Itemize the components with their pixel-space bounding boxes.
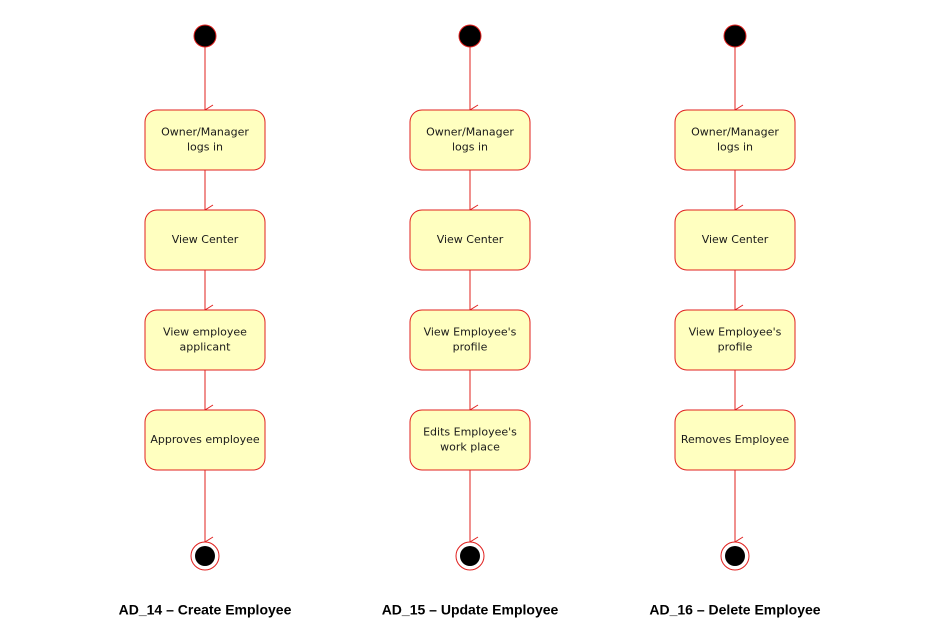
diagram-caption: AD_14 – Create Employee: [119, 602, 292, 618]
action-label: profile: [718, 341, 753, 354]
diagram-caption: AD_15 – Update Employee: [382, 602, 559, 618]
action-label: Owner/Manager: [161, 126, 249, 139]
action-label: View employee: [163, 326, 247, 339]
action-node: View employee applicant: [144, 309, 266, 371]
action-node: Approves employee: [144, 409, 266, 471]
action-label: profile: [453, 341, 488, 354]
action-label: Approves employee: [150, 433, 260, 446]
action-label: View Center: [437, 233, 504, 246]
action-node: View Employee's profile: [674, 309, 796, 371]
action-node: View Center: [144, 209, 266, 271]
action-label: work place: [440, 441, 500, 454]
action-node: Edits Employee's work place: [409, 409, 531, 471]
action-label: View Center: [702, 233, 769, 246]
action-node: Owner/Manager logs in: [674, 109, 796, 171]
action-node: Owner/Manager logs in: [144, 109, 266, 171]
final-node: [725, 546, 745, 566]
action-label: logs in: [717, 141, 753, 154]
final-node: [195, 546, 215, 566]
action-label: View Center: [172, 233, 239, 246]
action-node: Removes Employee: [674, 409, 796, 471]
initial-node: [723, 24, 747, 48]
action-label: View Employee's: [424, 326, 517, 339]
initial-node: [458, 24, 482, 48]
initial-node: [193, 24, 217, 48]
action-label: Owner/Manager: [426, 126, 514, 139]
diagram-caption: AD_16 – Delete Employee: [649, 602, 820, 618]
action-label: Edits Employee's: [423, 426, 517, 439]
final-node: [460, 546, 480, 566]
action-node: View Employee's profile: [409, 309, 531, 371]
action-label: logs in: [187, 141, 223, 154]
action-label: Removes Employee: [681, 433, 790, 446]
action-label: logs in: [452, 141, 488, 154]
action-node: View Center: [409, 209, 531, 271]
action-label: applicant: [180, 341, 232, 354]
action-node: Owner/Manager logs in: [409, 109, 531, 171]
action-node: View Center: [674, 209, 796, 271]
action-label: View Employee's: [689, 326, 782, 339]
action-label: Owner/Manager: [691, 126, 779, 139]
